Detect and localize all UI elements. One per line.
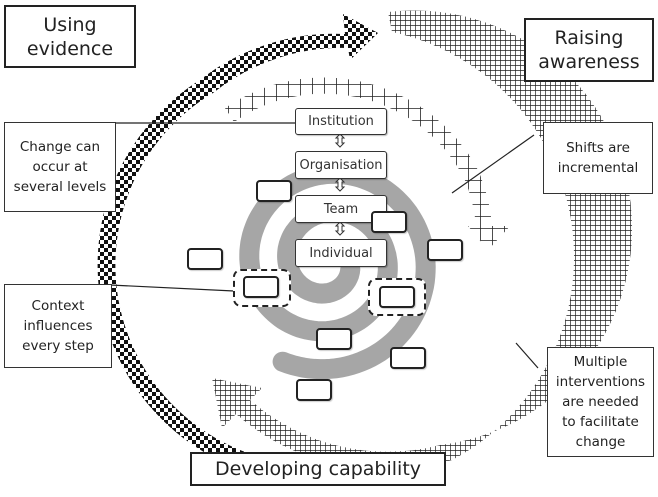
step-box [187,248,223,270]
interventions-connector [515,342,539,369]
stage-using-evidence-label: Using evidence [26,13,114,60]
double-arrow-icon [334,177,346,192]
level-team-label: Team [323,201,359,217]
step-box [427,239,463,261]
double-arrow-icon [334,133,346,148]
annotation-levels-text: Change can occur at several levels [13,139,107,195]
dashed-context-box-right [368,278,426,316]
stage-raising-awareness: Raising awareness [524,18,654,82]
step-box [390,347,426,369]
context-connector [109,284,235,292]
step-box [379,286,415,308]
annotation-context: Context influences every step [4,284,112,368]
annotation-levels: Change can occur at several levels [4,122,116,212]
shifts-arrow [225,77,510,250]
stage-raising-awareness-label: Raising awareness [538,27,640,73]
step-box [296,379,332,401]
level-institution: Institution [295,108,387,135]
incremental-connector [451,134,535,194]
stage-using-evidence: Using evidence [4,5,136,68]
spiral [239,163,436,380]
level-individual-label: Individual [309,245,373,261]
level-organisation-label: Organisation [299,157,383,173]
stage-developing-capability: Developing capability [190,452,446,486]
stage-developing-capability-label: Developing capability [214,458,422,480]
step-box [243,276,279,298]
annotation-interventions: Multiple interventions are needed to fac… [547,347,654,457]
annotation-incremental-text: Shifts are incremental [557,140,639,176]
step-box [371,211,407,233]
connector-lines [109,122,539,369]
level-individual: Individual [295,239,387,267]
level-organisation: Organisation [295,151,387,179]
level-institution-label: Institution [308,114,374,129]
step-box [256,180,292,202]
annotation-context-text: Context influences every step [22,298,94,354]
level-links [334,133,346,236]
raising-awareness-arrow [212,10,633,470]
double-arrow-icon [334,221,346,236]
annotation-incremental: Shifts are incremental [543,122,653,194]
step-box [316,328,352,350]
annotation-interventions-text: Multiple interventions are needed to fac… [555,354,646,450]
